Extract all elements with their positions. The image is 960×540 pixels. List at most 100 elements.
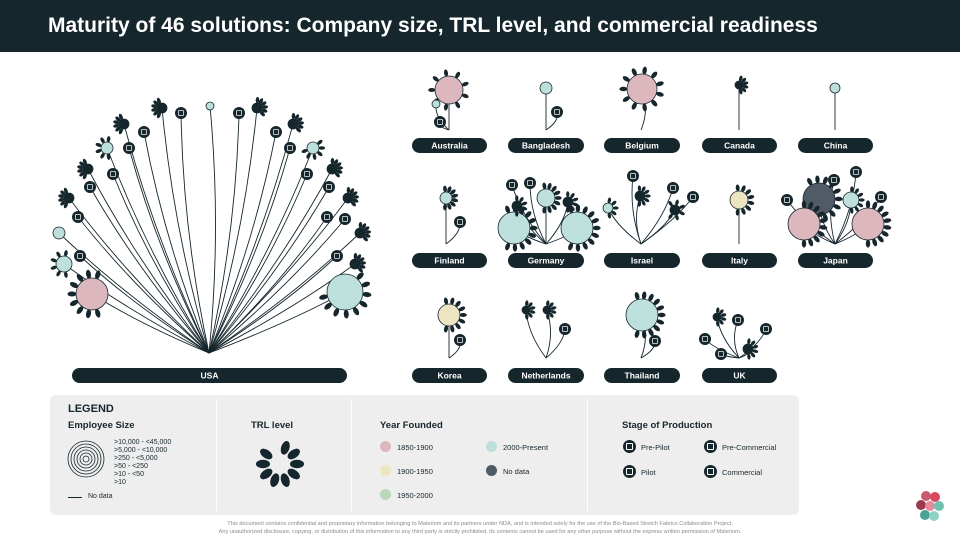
stage-icon	[875, 191, 887, 203]
country-pill	[604, 368, 680, 383]
company-node	[634, 190, 646, 202]
trl-petal	[675, 214, 679, 221]
trl-petal	[458, 318, 466, 324]
trl-petal	[641, 330, 647, 339]
country-label: China	[824, 141, 848, 151]
trl-petal	[750, 352, 756, 358]
stem-line	[208, 123, 294, 354]
country-pill	[412, 368, 487, 383]
trl-petal	[259, 111, 265, 117]
trl-petal	[572, 197, 579, 202]
stage-glyph	[670, 185, 676, 191]
trl-petal	[443, 203, 447, 211]
company-node	[52, 226, 66, 240]
stage-icon	[270, 126, 282, 138]
year-dot	[380, 441, 391, 452]
stage-glyph	[784, 197, 790, 203]
trl-petal	[519, 209, 524, 215]
trl-petal	[808, 201, 814, 210]
trl-petal	[82, 173, 87, 180]
trl-petal	[260, 468, 273, 480]
trl-petal	[591, 232, 599, 238]
company-node	[497, 211, 531, 245]
stage-glyph	[690, 194, 696, 200]
year-dot	[486, 465, 497, 476]
trl-petal	[306, 152, 311, 159]
country-label: Italy	[731, 256, 748, 266]
trl-petal	[58, 197, 65, 202]
trl-petal	[113, 123, 120, 128]
stem-line	[180, 112, 210, 354]
year-item: 1950-2000	[397, 491, 433, 500]
trl-petal	[56, 270, 61, 277]
trl-petal	[287, 468, 300, 480]
trl-petal	[582, 242, 588, 250]
trl-petal	[745, 189, 752, 195]
trl-petal	[719, 319, 724, 325]
trl-petal	[547, 182, 552, 190]
company-node	[851, 207, 885, 241]
trl-petal	[449, 201, 456, 207]
trl-petal	[554, 196, 562, 200]
company-node	[729, 190, 749, 210]
trl-petal	[443, 69, 449, 77]
stem-line	[208, 107, 258, 354]
company-node	[434, 75, 464, 105]
trl-petal	[60, 190, 66, 196]
trl-petal	[741, 185, 746, 193]
stage-icon	[850, 166, 862, 178]
trl-petal	[447, 186, 452, 193]
stage-glyph	[457, 337, 463, 343]
trl-petal	[113, 120, 120, 125]
company-node	[669, 204, 681, 216]
company-node	[712, 312, 722, 322]
country-label: Korea	[437, 371, 461, 381]
trl-petal	[641, 291, 647, 300]
company-node	[287, 118, 299, 130]
trl-petal	[801, 239, 807, 248]
trl-petal	[334, 172, 340, 178]
trl-petal	[741, 87, 747, 93]
trl-petal	[653, 324, 660, 332]
stem-line	[208, 186, 330, 354]
no-data-line	[68, 497, 82, 498]
trl-petal	[651, 99, 658, 107]
trl-petal	[455, 71, 461, 79]
stage-glyph	[126, 145, 132, 151]
trl-petal	[549, 312, 554, 318]
trl-petal	[631, 68, 637, 76]
country-label: Canada	[724, 141, 755, 151]
trl-petal	[64, 250, 68, 257]
company-node	[742, 343, 754, 355]
trl-petal	[720, 313, 727, 317]
trl-petal	[834, 196, 843, 202]
trl-petal	[551, 185, 557, 192]
confidentiality-footer: This document contains confidential and …	[150, 520, 810, 536]
stage-item: Pre-Pilot	[641, 443, 670, 452]
stage-glyph	[853, 169, 859, 175]
company-node	[156, 102, 168, 114]
country-label: Bangladesh	[522, 141, 570, 151]
trl-petal	[546, 300, 550, 307]
stage-glyph	[75, 214, 81, 220]
country-pill	[604, 253, 680, 268]
trl-petal	[720, 317, 727, 321]
trl-petal	[865, 239, 871, 248]
trl-petal	[95, 308, 101, 318]
trl-petal	[529, 225, 538, 231]
year-dot	[380, 489, 391, 500]
trl-petal	[95, 270, 101, 280]
trl-petal	[655, 91, 664, 97]
trl-petal	[346, 186, 351, 194]
stage-glyph	[630, 173, 636, 179]
country-label: Belgium	[625, 141, 659, 151]
country-pill	[508, 368, 584, 383]
company-node	[118, 118, 130, 130]
stage-glyph	[437, 119, 443, 125]
trl-petal	[333, 308, 340, 317]
trl-petal	[679, 211, 685, 216]
country-label: Australia	[431, 141, 468, 151]
trl-petal	[865, 200, 871, 209]
country-pill	[702, 368, 777, 383]
stem-line	[525, 309, 547, 359]
